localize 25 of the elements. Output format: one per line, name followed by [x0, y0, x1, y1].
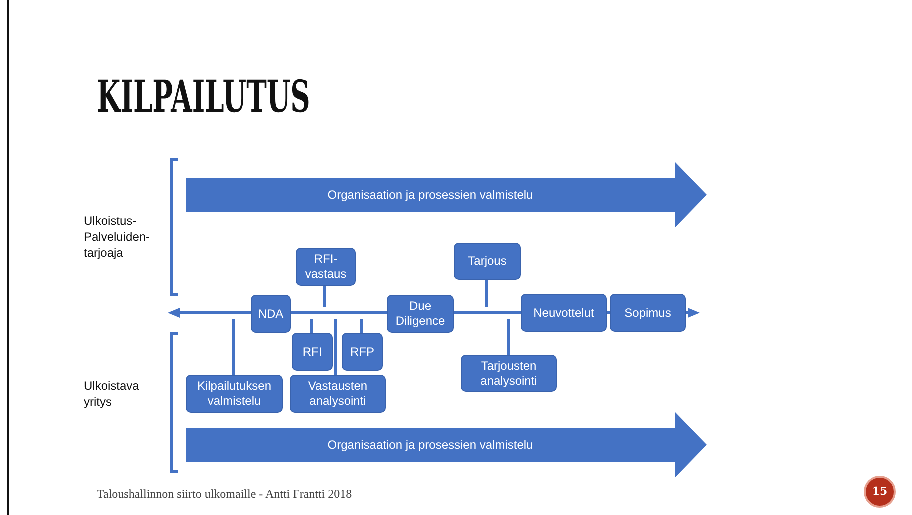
connector-line [334, 319, 338, 375]
page-number: 15 [864, 476, 896, 508]
process-box: NDA [251, 295, 291, 333]
process-box: Tarjousten analysointi [461, 355, 557, 392]
banner-arrow: Organisaation ja prosessien valmistelu [186, 412, 707, 478]
process-box: Tarjous [454, 243, 521, 280]
process-box: Neuvottelut [521, 294, 607, 332]
side-label: Ulkoistava yritys [84, 378, 140, 410]
process-box: RFI- vastaus [296, 248, 356, 286]
connector-line [310, 319, 314, 333]
connector-line [486, 280, 488, 307]
process-box: RFI [292, 333, 333, 371]
banner-arrow: Organisaation ja prosessien valmistelu [186, 162, 707, 228]
process-box: Sopimus [610, 294, 686, 332]
connector-line [232, 319, 236, 375]
connector-line [508, 319, 510, 355]
process-box: Due Diligence [387, 295, 454, 333]
slide-title: KILPAILUTUS [97, 74, 310, 122]
connector-line [324, 286, 326, 307]
connector-line [360, 319, 364, 333]
process-box: Kilpailutuksen valmistelu [186, 375, 283, 413]
footer-text: Taloushallinnon siirto ulkomaille - Antti Frantti 2018 [97, 486, 352, 502]
process-box: Vastausten analysointi [290, 375, 386, 413]
process-box: RFP [342, 333, 383, 371]
side-label: Ulkoistus- Palveluiden- tarjoaja [84, 213, 152, 262]
